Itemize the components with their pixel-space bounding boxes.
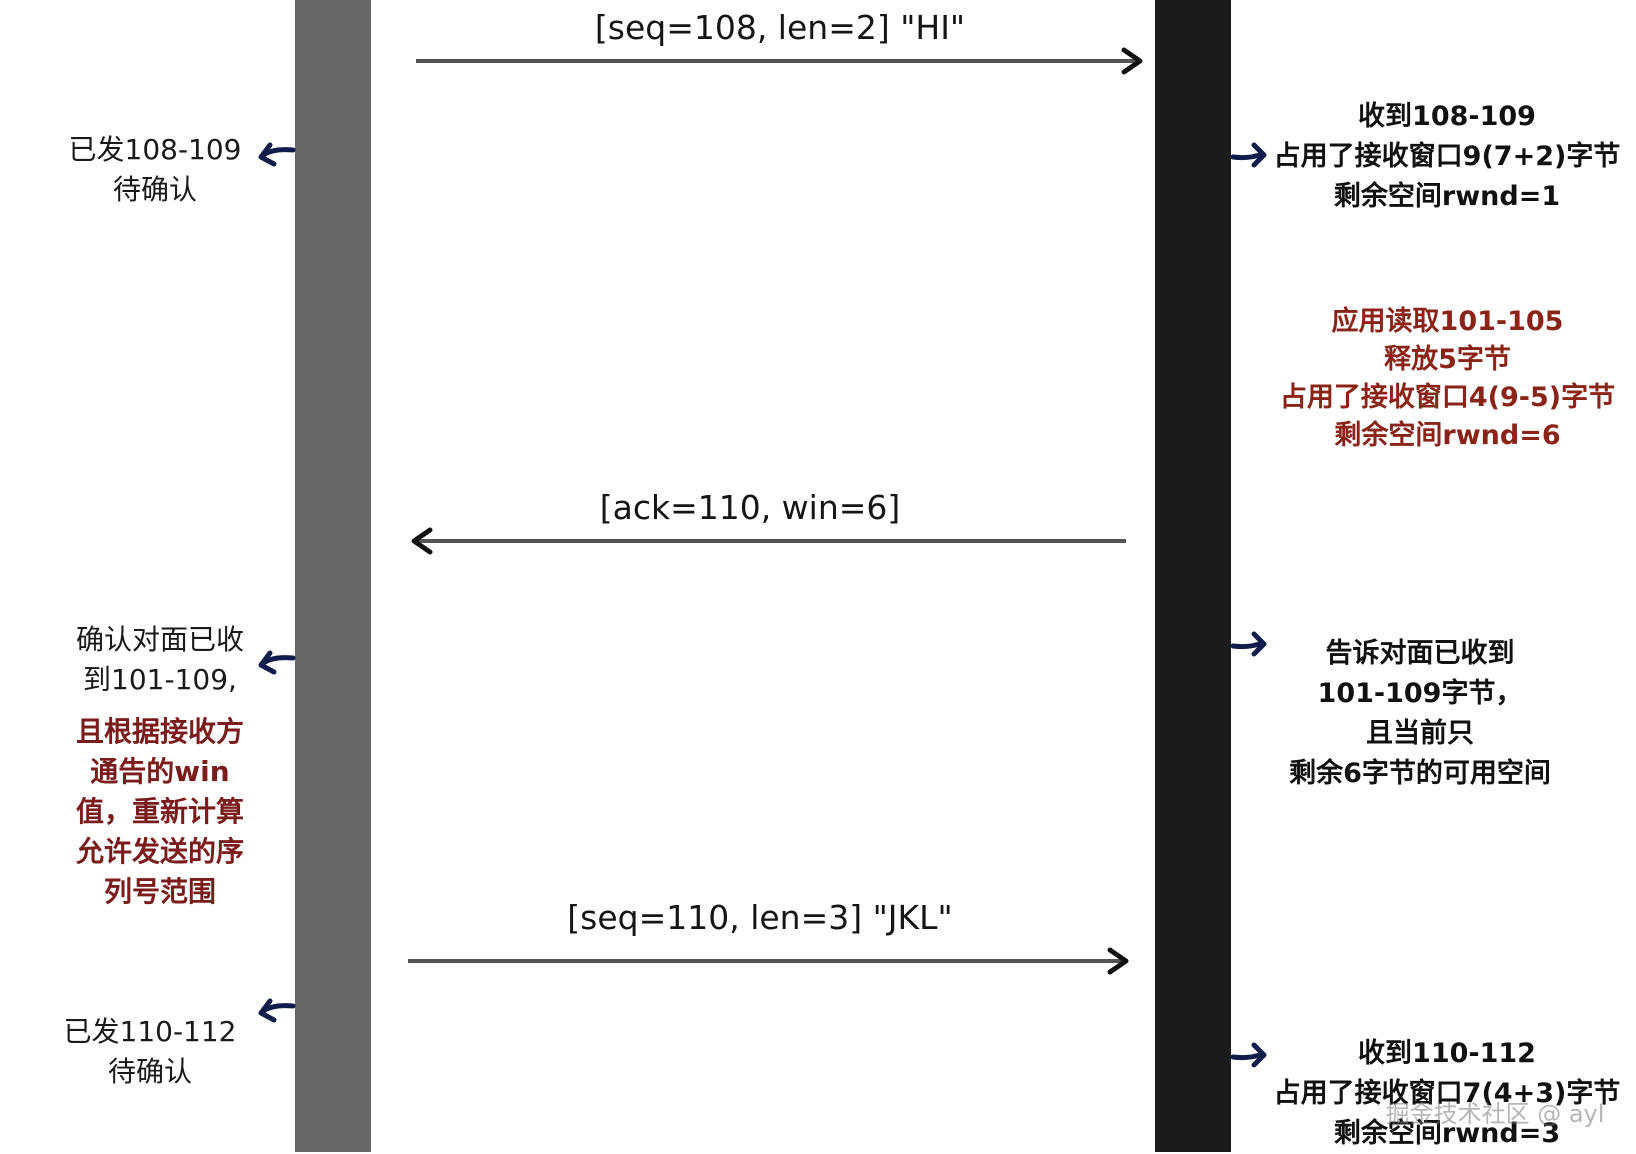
receiver-note-4: 收到110-112 占用了接收窗口7(4+3)字节 剩余空间rwnd=3: [1262, 1034, 1632, 1154]
receiver-note-3-line-2: 101-109字节，: [1317, 678, 1523, 709]
message-arrow-1: [416, 47, 1143, 75]
receiver-note-1-line-3: 剩余空间rwnd=1: [1333, 181, 1561, 212]
receiver-note-3-line-4: 剩余6字节的可用空间: [1289, 758, 1551, 789]
receiver-pointer-3: [1230, 1042, 1267, 1068]
sender-note-3-line-1: 已发110-112: [63, 1015, 237, 1048]
receiver-note-2: 应用读取101-105 释放5字节 占用了接收窗口4(9-5)字节 剩余空间rw…: [1265, 303, 1630, 455]
sender-note-2-line-2: 到101-109,: [83, 663, 237, 696]
sender-note-1: 已发108-109 待确认: [40, 130, 270, 210]
sender-note-2: 确认对面已收 到101-109,: [40, 620, 280, 700]
receiver-note-4-line-1: 收到110-112: [1358, 1038, 1536, 1069]
message-label-3: [seq=110, len=3] "JKL": [567, 898, 953, 937]
receiver-note-1: 收到108-109 占用了接收窗口9(7+2)字节 剩余空间rwnd=1: [1262, 97, 1632, 217]
receiver-note-2-line-4: 剩余空间rwnd=6: [1334, 420, 1561, 451]
receiver-lifeline: [1155, 0, 1231, 1152]
sender-note-1-line-2: 待确认: [112, 173, 197, 206]
sender-note-3-line-2: 待确认: [107, 1055, 192, 1088]
sender-note-2-highlight-line-3: 值，重新计算: [75, 795, 244, 828]
sender-note-3: 已发110-112 待确认: [35, 1012, 265, 1092]
receiver-note-3: 告诉对面已收到 101-109字节， 且当前只 剩余6字节的可用空间: [1255, 634, 1585, 794]
receiver-note-4-line-3: 剩余空间rwnd=3: [1333, 1118, 1561, 1149]
sender-note-2-highlight-line-5: 列号范围: [103, 875, 216, 908]
sender-note-2-highlight-line-2: 通告的win: [90, 755, 230, 788]
message-arrow-2: [411, 527, 1126, 555]
sender-pointer-3: [258, 998, 296, 1023]
receiver-pointer-1: [1230, 142, 1267, 168]
receiver-note-3-line-1: 告诉对面已收到: [1325, 638, 1515, 669]
sender-lifeline: [295, 0, 371, 1152]
receiver-note-1-line-1: 收到108-109: [1358, 101, 1536, 132]
receiver-note-4-line-2: 占用了接收窗口7(4+3)字节: [1273, 1078, 1621, 1109]
receiver-note-2-line-3: 占用了接收窗口4(9-5)字节: [1279, 382, 1616, 413]
sender-note-2-highlight-line-4: 允许发送的序: [75, 835, 244, 868]
receiver-note-2-line-2: 释放5字节: [1384, 344, 1511, 375]
message-label-1: [seq=108, len=2] "HI": [594, 8, 966, 47]
sender-note-2-highlight: 且根据接收方 通告的win 值，重新计算 允许发送的序 列号范围: [40, 712, 280, 912]
sender-note-2-highlight-line-1: 且根据接收方: [75, 715, 244, 748]
sender-note-1-line-1: 已发108-109: [68, 133, 242, 166]
sender-note-2-line-1: 确认对面已收: [75, 623, 244, 656]
receiver-note-2-line-1: 应用读取101-105: [1331, 306, 1564, 337]
message-label-2: [ack=110, win=6]: [599, 488, 901, 527]
receiver-note-3-line-3: 且当前只: [1366, 718, 1474, 749]
receiver-note-1-line-2: 占用了接收窗口9(7+2)字节: [1273, 141, 1621, 172]
watermark: 掘金技术社区 @ ayl: [1385, 1100, 1605, 1128]
message-arrow-3: [408, 947, 1129, 975]
